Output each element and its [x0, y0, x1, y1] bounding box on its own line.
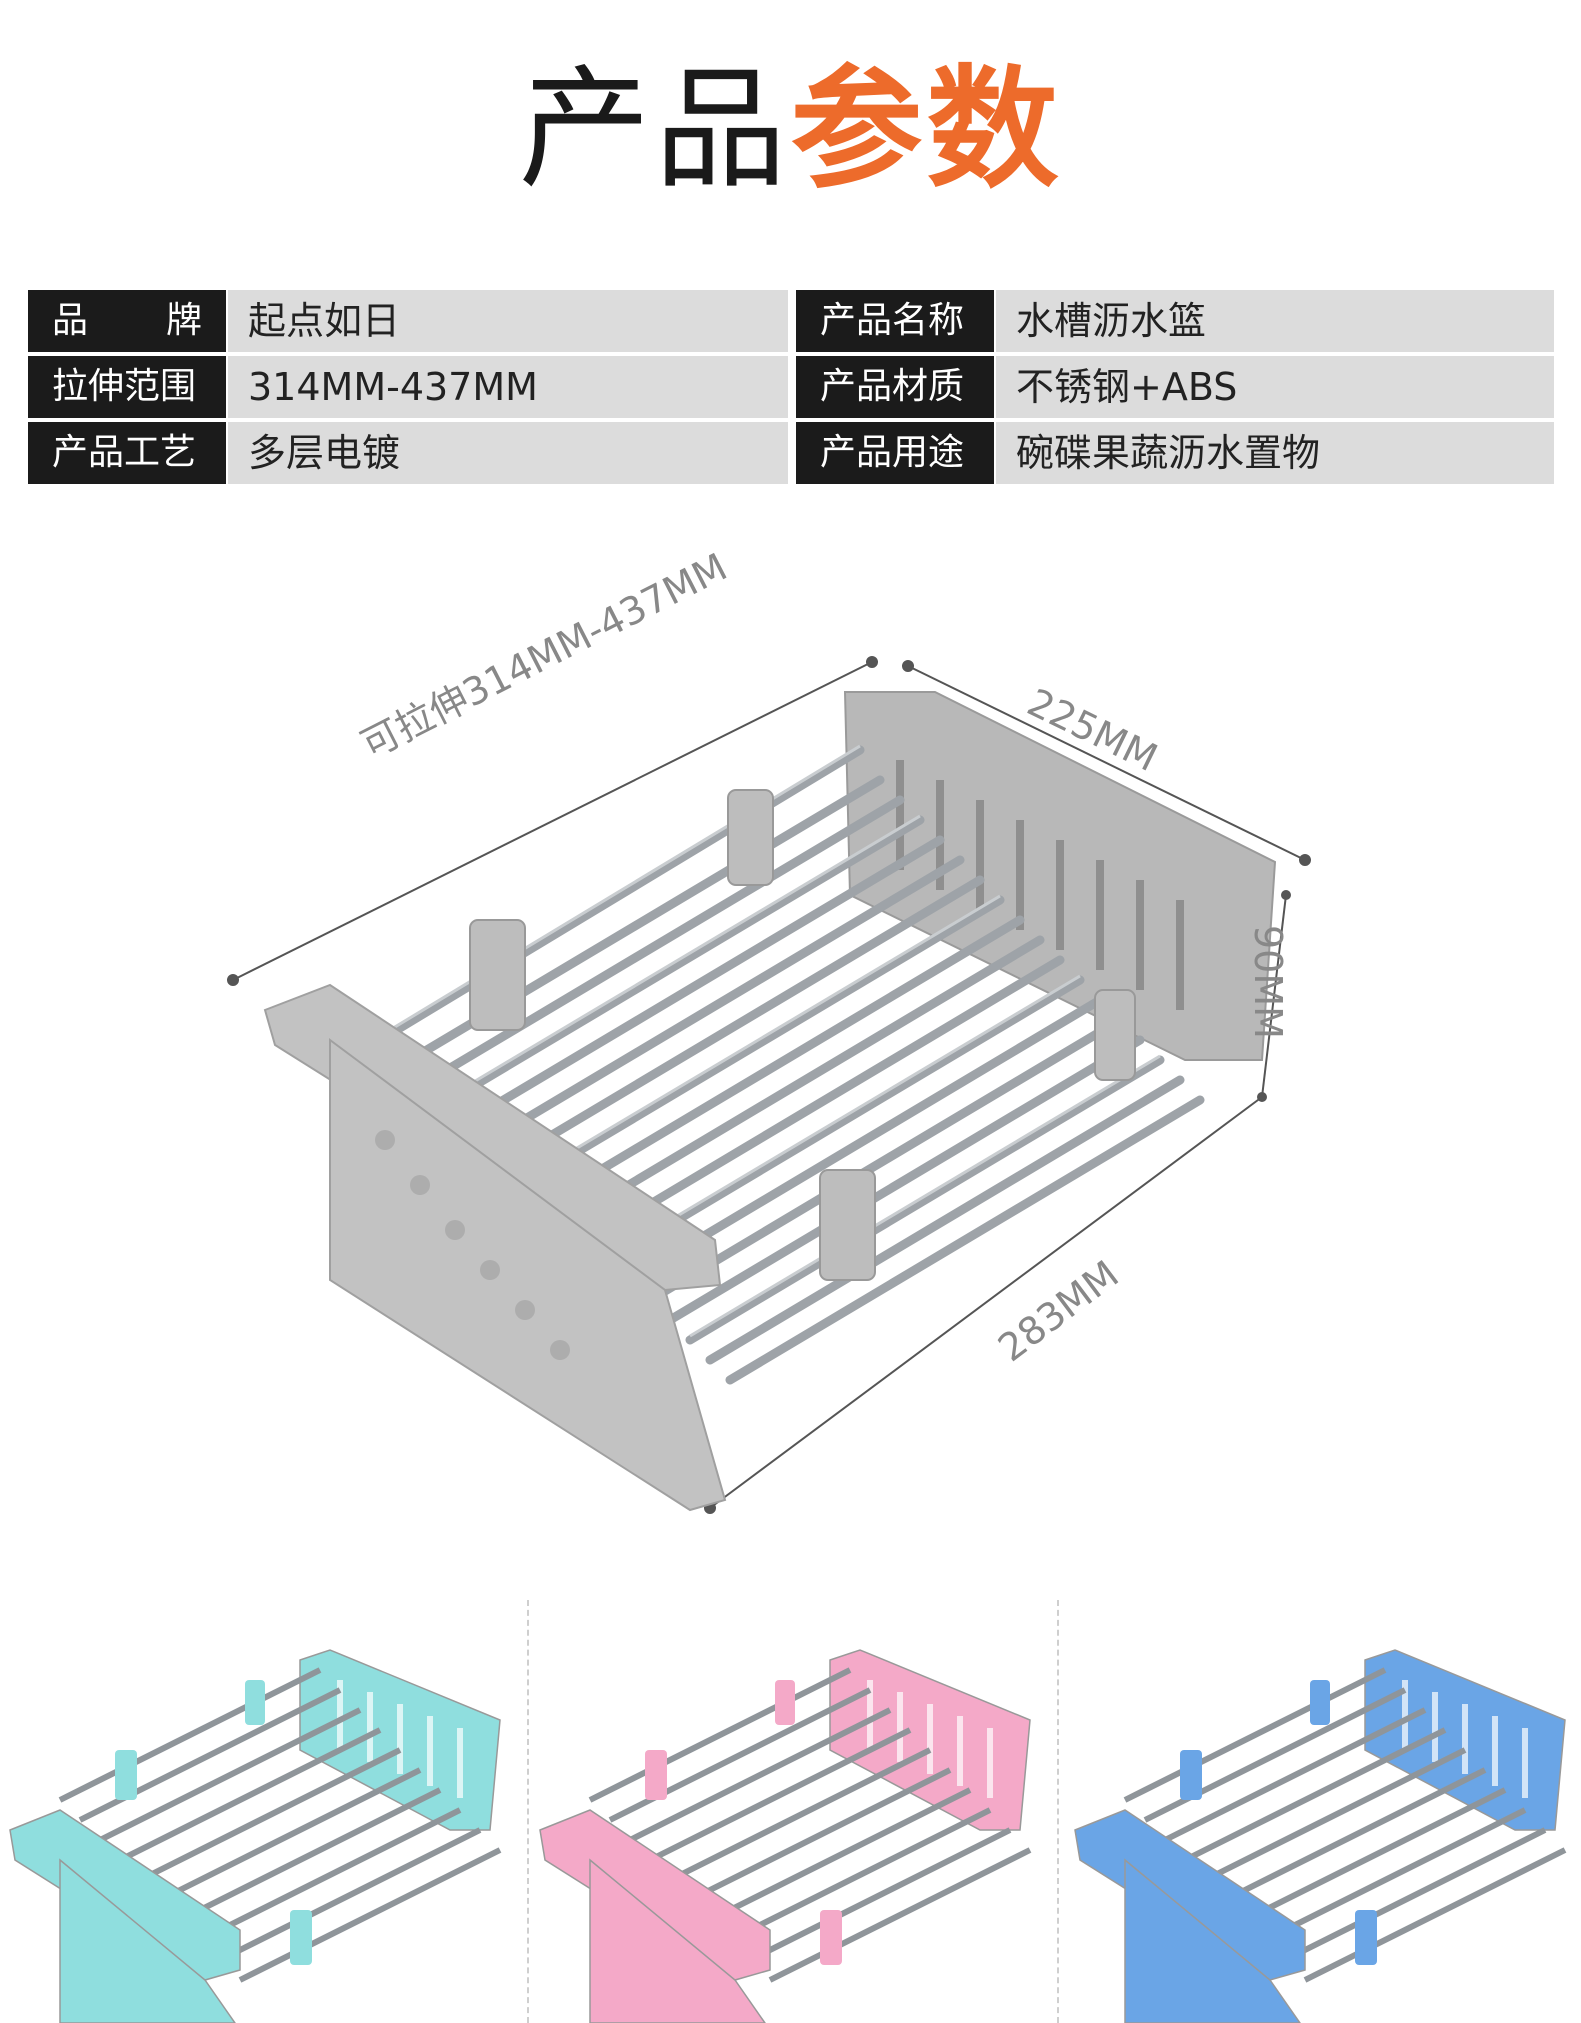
title-part2: 参数 — [790, 53, 1063, 207]
spec-value: 水槽沥水篮 — [996, 290, 1554, 352]
spec-key: 拉伸范围 — [28, 356, 226, 418]
product-image — [227, 656, 1311, 1514]
spec-key: 品牌 — [28, 290, 226, 352]
variant-teal — [10, 1650, 500, 2023]
spec-key: 产品名称 — [796, 290, 994, 352]
variant-blue — [1075, 1650, 1565, 2023]
spec-value: 314MM-437MM — [228, 356, 788, 418]
variant-pink — [540, 1650, 1030, 2023]
spec-key-char: 牌 — [165, 300, 202, 341]
color-variants — [0, 1600, 1581, 2023]
divider — [527, 1600, 529, 2023]
divider — [1057, 1600, 1059, 2023]
title-part1: 产品 — [518, 53, 791, 207]
spec-row: 拉伸范围 314MM-437MM 产品材质 不锈钢+ABS — [28, 356, 1554, 418]
spec-key: 产品材质 — [796, 356, 994, 418]
spec-row: 产品工艺 多层电镀 产品用途 碗碟果蔬沥水置物 — [28, 422, 1554, 484]
spec-key: 产品用途 — [796, 422, 994, 484]
spec-key: 产品工艺 — [28, 422, 226, 484]
spec-value: 碗碟果蔬沥水置物 — [996, 422, 1554, 484]
spec-value: 起点如日 — [228, 290, 788, 352]
page-title: 产品参数 — [0, 55, 1581, 205]
spec-value: 不锈钢+ABS — [996, 356, 1554, 418]
dimension-height: 90MM — [1246, 925, 1290, 1039]
spec-table: 品牌 起点如日 产品名称 水槽沥水篮 拉伸范围 314MM-437MM 产品材质… — [28, 290, 1554, 488]
spec-value: 多层电镀 — [228, 422, 788, 484]
spec-key-char: 品 — [52, 300, 89, 341]
spec-row: 品牌 起点如日 产品名称 水槽沥水篮 — [28, 290, 1554, 352]
